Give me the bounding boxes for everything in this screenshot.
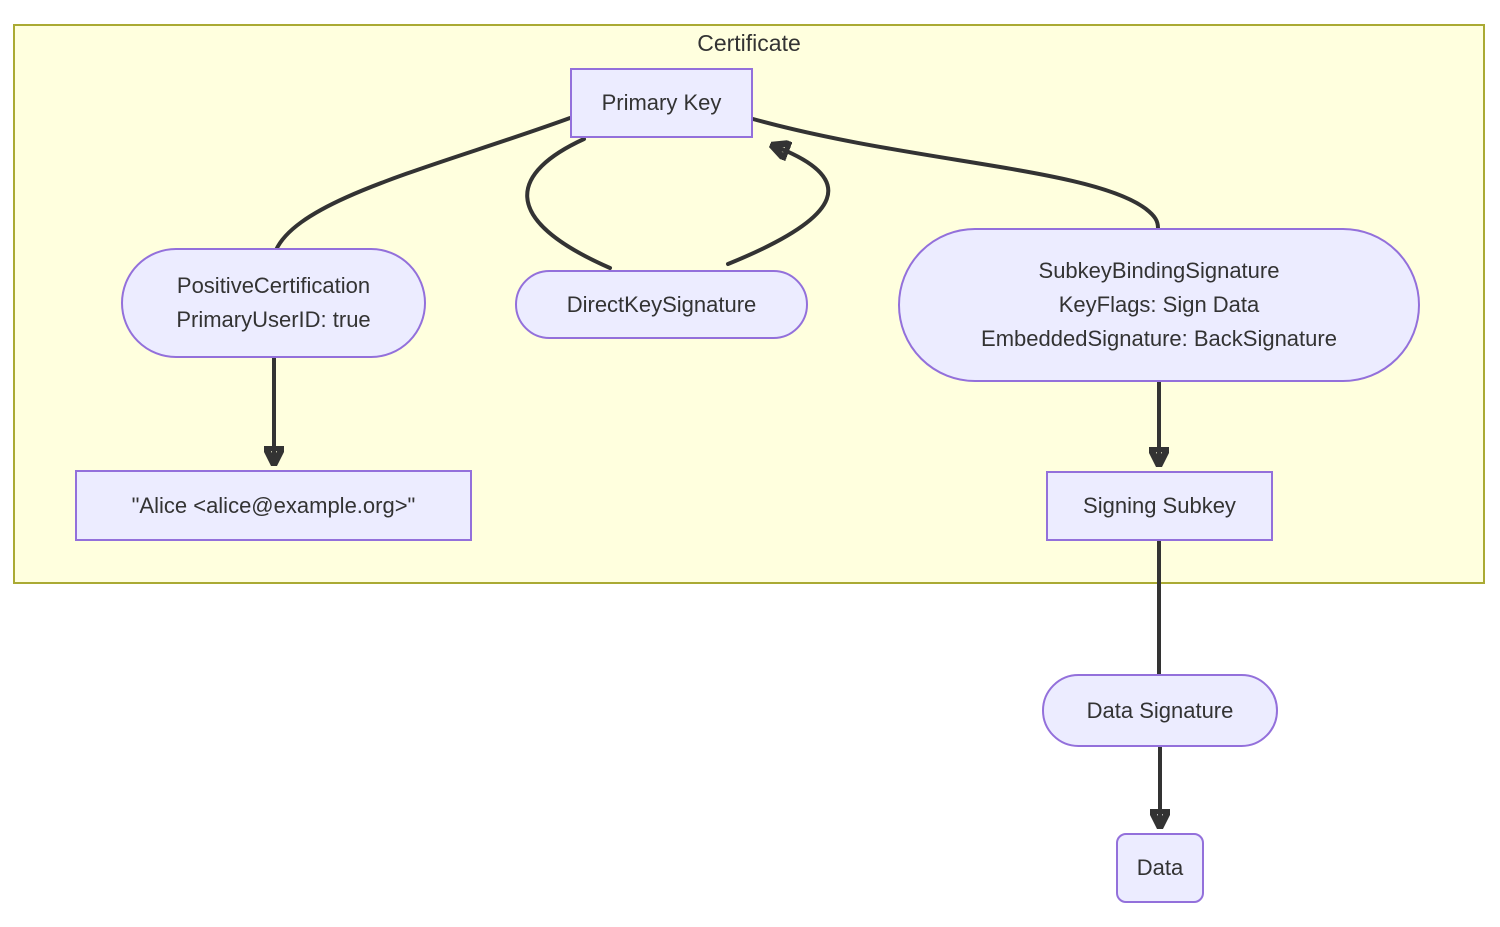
node-user-id: "Alice <alice@example.org>" [75, 470, 472, 541]
node-primary-key: Primary Key [570, 68, 753, 138]
node-direct-key-signature: DirectKeySignature [515, 270, 808, 339]
certificate-subgraph-title: Certificate [697, 30, 801, 56]
node-data-signature: Data Signature [1042, 674, 1278, 747]
node-data: Data [1116, 833, 1204, 903]
node-signing-subkey: Signing Subkey [1046, 471, 1273, 541]
node-subkey-binding-signature: SubkeyBindingSignature KeyFlags: Sign Da… [898, 228, 1420, 382]
node-positive-certification: PositiveCertification PrimaryUserID: tru… [121, 248, 426, 358]
